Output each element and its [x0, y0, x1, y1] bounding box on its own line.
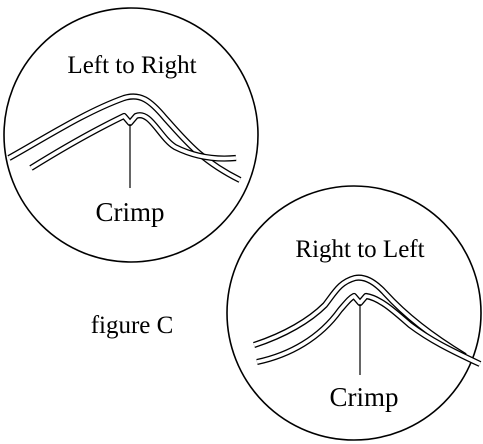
panel-1-title: Left to Right: [67, 52, 196, 79]
panel-1-upper-strand: [7, 93, 242, 183]
panel-2-upper-strand: [253, 274, 467, 359]
panel-2-circle: [226, 185, 482, 441]
panel-1-circle: [3, 7, 259, 263]
panel-2-lower-strand: [256, 292, 482, 367]
figure-caption: figure C: [91, 312, 174, 339]
panel-1-crimp-label: Crimp: [95, 197, 164, 227]
panel-left-to-right: Left to Right Crimp: [3, 7, 259, 263]
panel-right-to-left: Right to Left Crimp: [226, 185, 482, 441]
panel-2-crimp-label: Crimp: [329, 382, 398, 412]
panel-1-lower-strand: [29, 112, 237, 171]
panel-2-title: Right to Left: [295, 236, 424, 263]
